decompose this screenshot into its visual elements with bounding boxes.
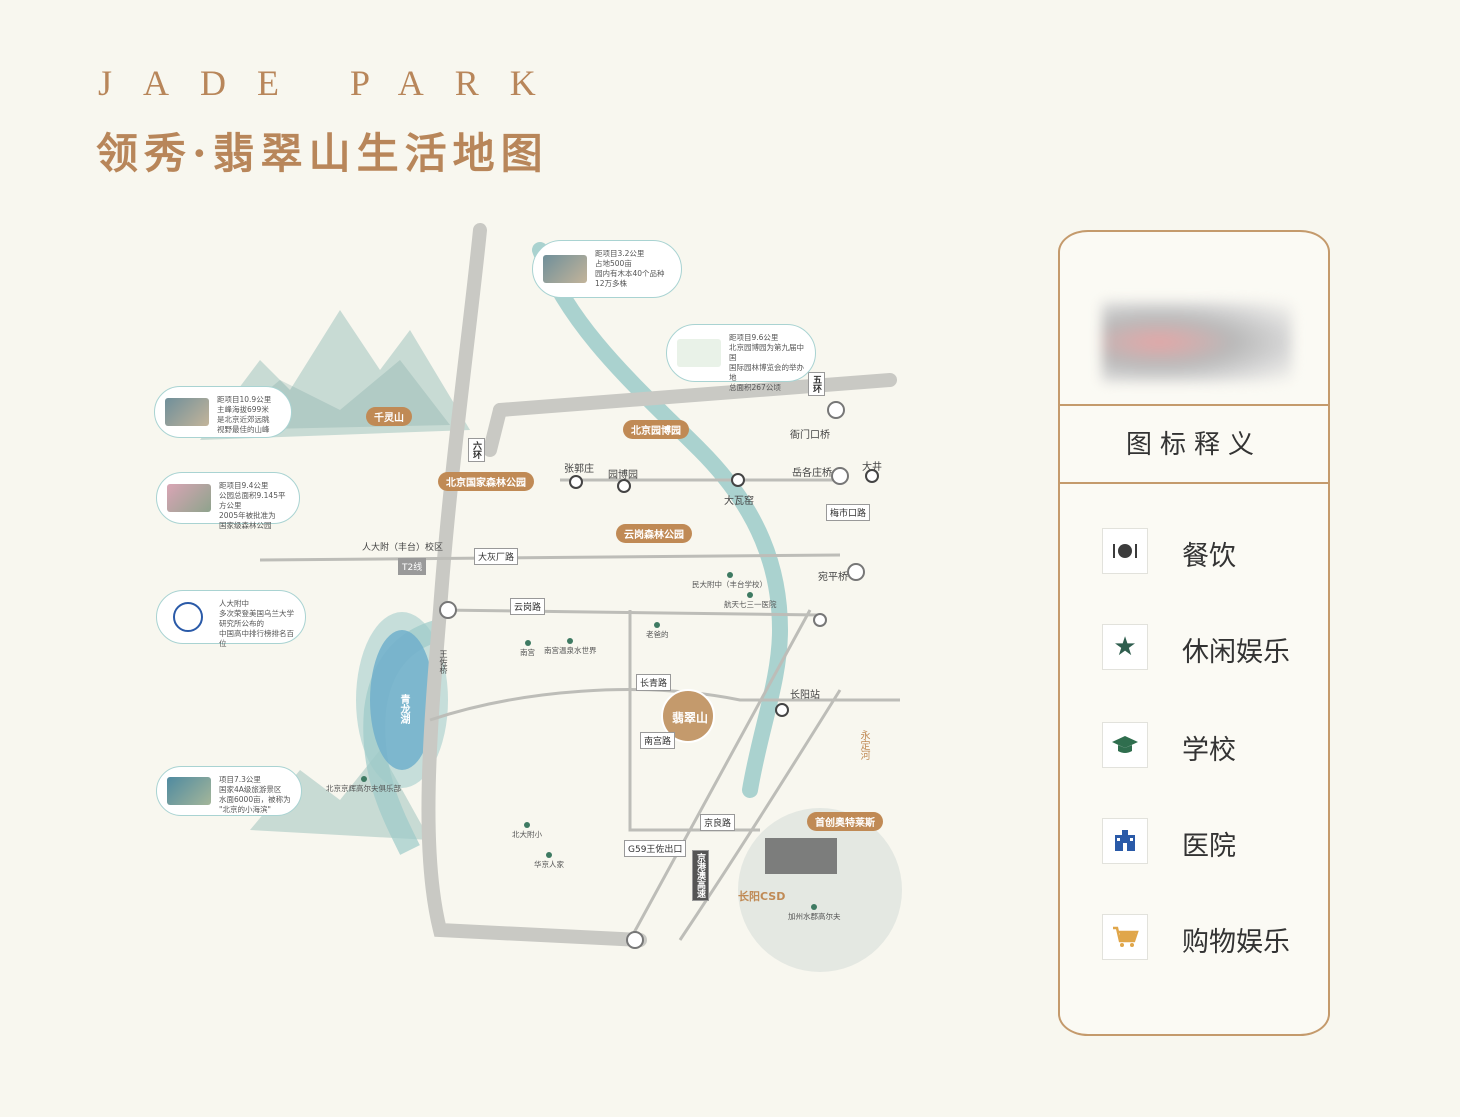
bubble-line: 总面积267公顷	[729, 383, 781, 392]
bubble-line: 研究所公布的	[219, 619, 264, 628]
bubble-line: 人大附中	[219, 599, 249, 608]
school-logo	[173, 602, 203, 632]
road-jingliang: 京良路	[700, 814, 736, 831]
info-bubble-1: 距项目3.2公里 占地500亩 园内有木本40个品种 12万多株	[532, 240, 682, 298]
bubble-line: 园内有木本40个品种	[595, 269, 665, 278]
legend-item-hospital: 医院	[1102, 818, 1312, 868]
bubble-line: 距项目10.9公里	[217, 395, 272, 404]
legend-item-school: 学校	[1102, 722, 1312, 772]
place-yuegezhuang: 岳各庄桥	[792, 468, 832, 479]
bubble-line: 公园总面积9.145平方公里	[219, 491, 286, 510]
legend-label: 医院	[1182, 831, 1236, 862]
lake-label: 青龙湖	[398, 694, 409, 724]
bubble-line: 国际园林博览会的举办地	[729, 363, 804, 382]
info-bubble-5: 人大附中 多次荣登美国乌兰大学 研究所公布的 中国高中排行榜排名百位	[156, 590, 306, 648]
poi-huajing: 华京人家	[534, 852, 564, 870]
place-wanping: 宛平桥	[818, 572, 848, 583]
road-fifth-ring: 五环	[808, 372, 825, 396]
bubble-line: 视野最佳的山峰	[217, 425, 270, 434]
info-bubble-2: 距项目9.6公里 北京园博园为第九届中国 国际园林博览会的举办地 总面积267公…	[666, 324, 816, 392]
legend-item-shopping: 购物娱乐	[1102, 914, 1312, 964]
bubble-line: 占地500亩	[595, 259, 632, 268]
hospital-icon	[1102, 818, 1148, 864]
photo	[165, 398, 209, 426]
tag-qianlingshan: 千灵山	[366, 407, 412, 426]
wangzuo-bridge: 王佐桥	[439, 650, 448, 674]
bubble-line: 距项目9.6公里	[729, 333, 779, 342]
place-dajing: 大井	[862, 462, 882, 473]
photo	[167, 484, 211, 512]
tag-garden-expo: 北京园博园	[623, 420, 689, 439]
road-jinggang-ao: 京港澳高速	[692, 850, 709, 901]
life-map: 千灵山 北京园博园 北京国家森林公园 云岗森林公园 首创奥特莱斯 翡翠山 长阳C…	[140, 210, 920, 1010]
place-zhangguozhuang: 张郭庄	[564, 464, 594, 475]
poi-minda-fuzhong: 民大附中（丰台学校）	[692, 572, 767, 590]
garden-logo	[677, 339, 721, 367]
bubble-line: 是北京近郊远眺	[217, 415, 270, 424]
school-icon	[1102, 722, 1148, 768]
bubble-line: 多次荣登美国乌兰大学	[219, 609, 294, 618]
bubble-line: 北京园博园为第九届中国	[729, 343, 804, 362]
bubble-line: 距项目9.4公里	[219, 481, 269, 490]
bubble-line: 主峰海拔699米	[217, 405, 269, 414]
poi-nangong-spa: 南宫温泉水世界	[544, 638, 597, 656]
legend-item-leisure: ★ 休闲娱乐	[1102, 624, 1312, 674]
place-changyang-station: 长阳站	[790, 690, 820, 701]
info-bubble-4: 距项目9.4公里 公园总面积9.145平方公里 2005年被批准为 国家级森林公…	[156, 472, 300, 530]
poi-jinghui-golf: 北京京辉高尔夫俱乐部	[326, 776, 401, 794]
poi-nangong: 南宫	[520, 640, 535, 658]
place-yuanboyuan: 园博园	[608, 470, 638, 481]
bubble-line: 水面6000亩，被称为	[219, 795, 291, 804]
road-dahuichang: 大灰厂路	[474, 548, 519, 565]
title-chinese: 领秀·翡翠山生活地图	[96, 129, 549, 178]
tag-shouchuang: 首创奥特莱斯	[807, 812, 883, 831]
place-renda-fuzhong: 人大附（丰台）校区	[362, 543, 444, 553]
dining-icon	[1102, 528, 1148, 574]
place-jiemenkou: 衙门口桥	[790, 430, 830, 441]
star-icon: ★	[1102, 624, 1148, 670]
tag-yungang-park: 云岗森林公园	[616, 524, 692, 543]
bubble-line: 国家4A级旅游景区	[219, 785, 282, 794]
developer-logo	[1102, 302, 1292, 382]
poi-jiazhou-golf: 加州水郡高尔夫	[788, 904, 841, 922]
photo	[543, 255, 587, 283]
legend-heading: 图标释义	[1125, 430, 1262, 460]
photo	[167, 777, 211, 805]
title-english: JADE PARK	[98, 63, 567, 103]
bubble-line: 2005年被批准为	[219, 511, 276, 520]
place-meishikou: 梅市口路	[826, 504, 871, 521]
legend-panel: 图标释义 餐饮 ★ 休闲娱乐 学校 医院 购物娱乐	[1058, 230, 1330, 1036]
legend-label: 餐饮	[1182, 541, 1236, 572]
bubble-line: 距项目3.2公里	[595, 249, 645, 258]
bubble-line: "北京的小海滨"	[219, 805, 271, 814]
legend-label: 购物娱乐	[1182, 927, 1290, 958]
info-bubble-3: 距项目10.9公里 主峰海拔699米 是北京近郊远眺 视野最佳的山峰	[154, 386, 292, 438]
poi-hangtian-hospital: 航天七三一医院	[724, 592, 777, 610]
shopping-cart-icon	[1102, 914, 1148, 960]
divider	[1060, 404, 1328, 406]
bubble-line: 国家级森林公园	[219, 521, 272, 530]
legend-label: 休闲娱乐	[1182, 637, 1290, 668]
river-label: 永定河	[858, 730, 869, 760]
road-g59: G59王佐出口	[624, 840, 687, 857]
tag-forest-park: 北京国家森林公园	[438, 472, 534, 491]
legend-label: 学校	[1182, 735, 1236, 766]
project-label: 翡翠山	[672, 711, 709, 725]
info-bubble-6: 项目7.3公里 国家4A级旅游景区 水面6000亩，被称为 "北京的小海滨"	[156, 766, 302, 816]
road-t2: T2线	[398, 558, 427, 575]
road-sixth-ring: 六环	[468, 438, 485, 462]
bubble-line: 项目7.3公里	[219, 775, 261, 784]
bubble-line: 中国高中排行榜排名百位	[219, 629, 294, 648]
road-nangong: 南宫路	[640, 732, 676, 749]
changyang-csd-label: 长阳CSD	[738, 890, 786, 903]
divider	[1060, 482, 1328, 484]
bubble-line: 12万多株	[595, 279, 628, 288]
road-changqing: 长青路	[636, 674, 672, 691]
poi-laobade: 老爸的	[646, 622, 669, 640]
poi-beida-fuxiao: 北大附小	[512, 822, 542, 840]
road-yungang: 云岗路	[510, 598, 546, 615]
legend-item-dining: 餐饮	[1102, 528, 1312, 578]
place-dawayao: 大瓦窑	[724, 496, 754, 507]
